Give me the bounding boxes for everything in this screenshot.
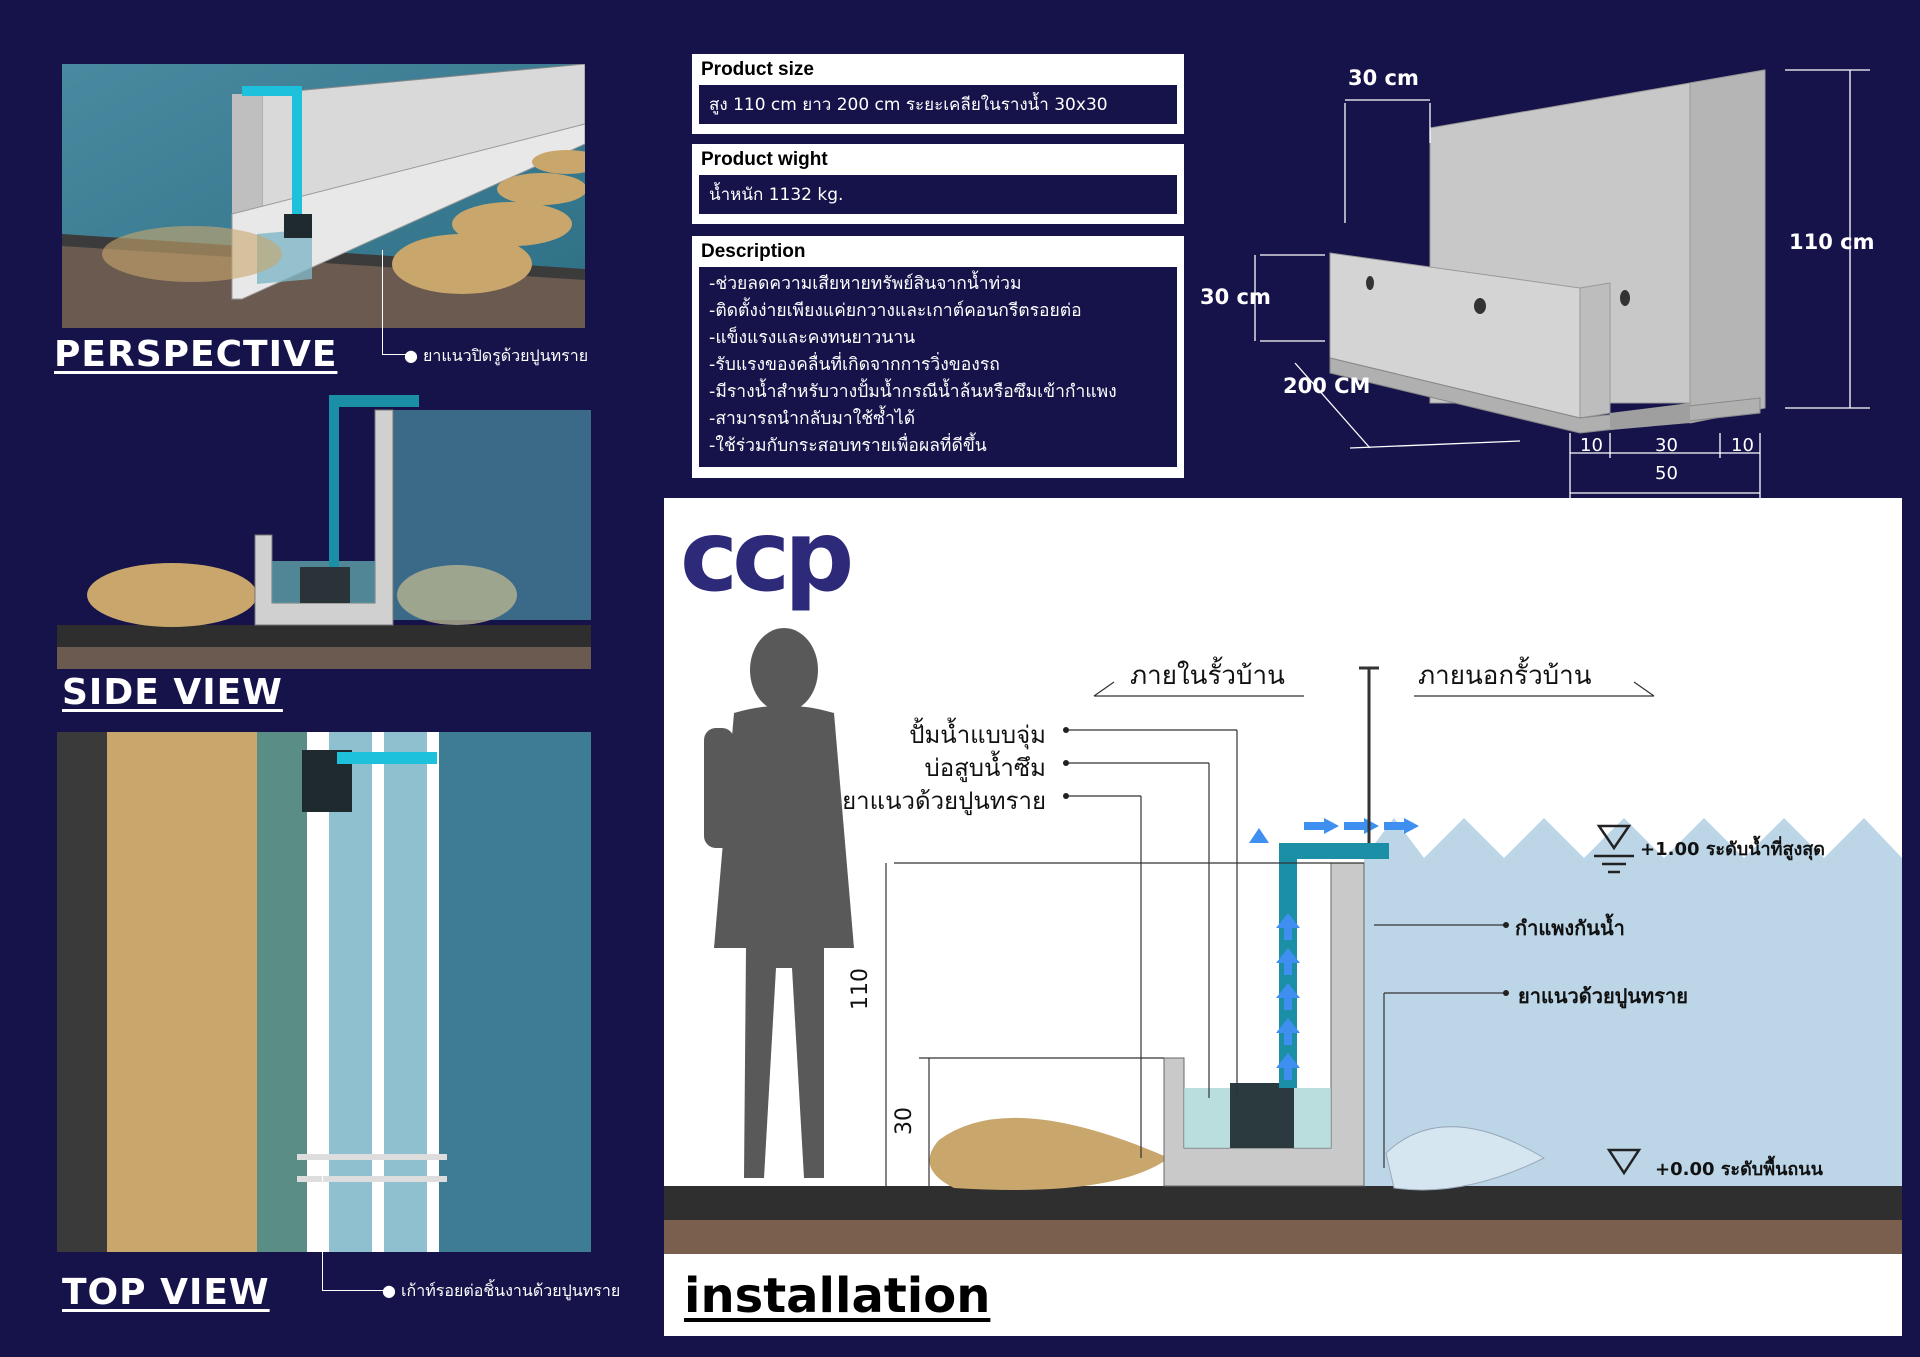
sealant-right-label: ยาแนวด้วยปูนทราย [1518, 984, 1688, 1008]
top-view-render [57, 732, 597, 1252]
perspective-render [62, 63, 602, 328]
dim-top-width: 30 cm [1348, 66, 1419, 90]
dim-base-left: 10 [1580, 435, 1603, 456]
dim-height: 110 cm [1789, 230, 1875, 254]
installation-diagram [664, 628, 1902, 1254]
description-list: -ช่วยลดความเสียหายทรัพย์สินจากน้ำท่วม -ต… [699, 267, 1177, 467]
product-size-heading: Product size [701, 59, 814, 80]
side-view-render [57, 395, 591, 669]
dim-base-mid: 30 [1655, 435, 1678, 456]
dim-base-total: 50 [1655, 463, 1678, 484]
top-view-leader-line [322, 1160, 385, 1291]
description-line: -ใช้ร่วมกับกระสอบทรายเพื่อผลที่ดีขึ้น [709, 436, 987, 456]
inside-fence-label: ภายในรั้วบ้าน [1130, 661, 1285, 691]
top-view-title: TOP VIEW [62, 1272, 270, 1313]
product-weight-heading: Product wight [701, 149, 828, 170]
description-line: -มีรางน้ำสำหรับวางปั้มน้ำกรณีน้ำล้นหรือซ… [709, 382, 1117, 402]
ccp-logo: ccp [680, 500, 854, 614]
perspective-title: PERSPECTIVE [54, 334, 338, 375]
installation-panel [664, 498, 1902, 1336]
description-line: -รับแรงของคลื่นที่เกิดจากการวิ่งของรถ [709, 355, 1000, 375]
sealant-left-label: ยาแนวด้วยปูนทราย [842, 787, 1046, 815]
description-line: -ติดตั้งง่ายเพียงแค่ยกวางและเกาต์คอนกรีต… [709, 301, 1082, 321]
wall-label: กำแพงกันน้ำ [1515, 916, 1625, 940]
description-box: Description -ช่วยลดความเสียหายทรัพย์สินจ… [692, 236, 1184, 478]
max-water-level-label: +1.00 ระดับน้ำที่สูงสุด [1640, 839, 1825, 860]
top-view-note: ● เก้าท์รอยต่อชิ้นงานด้วยปูนทราย [382, 1281, 621, 1300]
dim-110-label: 110 [848, 968, 873, 1010]
description-line: -ช่วยลดความเสียหายทรัพย์สินจากน้ำท่วม [709, 274, 1022, 294]
sump-label: บ่อสูบน้ำซึม [924, 754, 1046, 782]
dim-30-label: 30 [892, 1107, 917, 1135]
description-line: -สามารถนำกลับมาใช้ซ้ำได้ [709, 409, 916, 429]
installation-title: installation [684, 1268, 991, 1324]
perspective-note: ● ยาแนวปิดรูด้วยปูนทราย [404, 346, 589, 365]
outside-fence-label: ภายนอกรั้วบ้าน [1418, 661, 1592, 691]
product-weight-box: Product wight น้ำหนัก 1132 kg. [692, 144, 1184, 224]
perspective-leader-line [382, 250, 407, 355]
product-size-text: สูง 110 cm ยาว 200 cm ระยะเคลียในรางน้ำ … [699, 85, 1177, 124]
description-line: -แข็งแรงและคงทนยาวนาน [709, 328, 916, 348]
product-weight-text: น้ำหนัก 1132 kg. [699, 175, 1177, 214]
dim-base-right: 10 [1731, 435, 1754, 456]
product-size-box: Product size สูง 110 cm ยาว 200 cm ระยะเ… [692, 54, 1184, 134]
dimension-drawing [1190, 58, 1890, 498]
description-heading: Description [701, 241, 806, 262]
dim-inner-height: 30 cm [1200, 285, 1271, 309]
ground-level-label: +0.00 ระดับพื้นถนน [1655, 1159, 1823, 1180]
dim-length: 200 CM [1283, 374, 1371, 398]
pump-label: ปั้มน้ำแบบจุ่ม [909, 721, 1046, 749]
side-view-title: SIDE VIEW [62, 672, 283, 713]
